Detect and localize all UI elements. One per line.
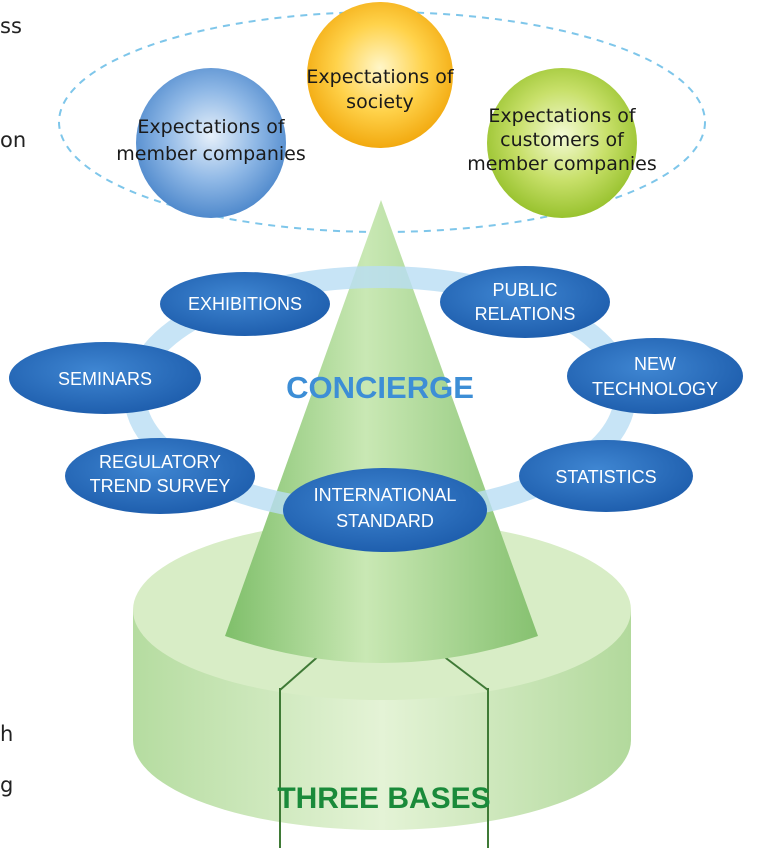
concierge-label: CONCIERGE: [286, 370, 474, 405]
edge-text-2: on: [0, 128, 27, 152]
public-relations-line-2: RELATIONS: [475, 304, 576, 324]
activity-exhibitions: EXHIBITIONS: [160, 272, 330, 336]
activity-seminars: SEMINARS: [9, 342, 201, 414]
member-companies-line-2: member companies: [116, 143, 306, 165]
edge-text-3: h: [0, 722, 14, 746]
customers-line-1: Expectations of: [488, 105, 636, 127]
activity-regulatory-trend-survey: REGULATORY TREND SURVEY: [65, 438, 255, 514]
public-relations-line-1: PUBLIC: [492, 280, 557, 300]
activity-statistics: STATISTICS: [519, 440, 693, 512]
new-technology-line-2: TECHNOLOGY: [592, 379, 718, 399]
customers-line-2: customers of: [500, 129, 625, 151]
seminars-label: SEMINARS: [58, 369, 152, 389]
expectation-member-companies: Expectations of member companies: [116, 68, 306, 218]
international-standard-line-2: STANDARD: [336, 511, 434, 531]
three-bases-label: THREE BASES: [277, 782, 490, 815]
expectation-customers: Expectations of customers of member comp…: [467, 68, 657, 218]
edge-text-4: g: [0, 773, 14, 797]
expectation-society: Expectations of society: [306, 2, 455, 148]
regulatory-line-1: REGULATORY: [99, 452, 221, 472]
activity-public-relations: PUBLIC RELATIONS: [440, 266, 610, 338]
activity-international-standard: INTERNATIONAL STANDARD: [283, 468, 487, 552]
society-line-2: society: [346, 91, 414, 113]
new-technology-line-1: NEW: [634, 354, 676, 374]
customers-line-3: member companies: [467, 153, 657, 175]
international-standard-line-1: INTERNATIONAL: [314, 485, 457, 505]
statistics-label: STATISTICS: [555, 467, 656, 487]
activity-new-technology: NEW TECHNOLOGY: [567, 338, 743, 414]
member-companies-line-1: Expectations of: [137, 116, 285, 138]
regulatory-line-2: TREND SURVEY: [90, 476, 231, 496]
edge-text-1: ss: [0, 14, 22, 38]
concierge-cone: [225, 200, 538, 663]
exhibitions-label: EXHIBITIONS: [188, 294, 302, 314]
society-line-1: Expectations of: [306, 66, 454, 88]
